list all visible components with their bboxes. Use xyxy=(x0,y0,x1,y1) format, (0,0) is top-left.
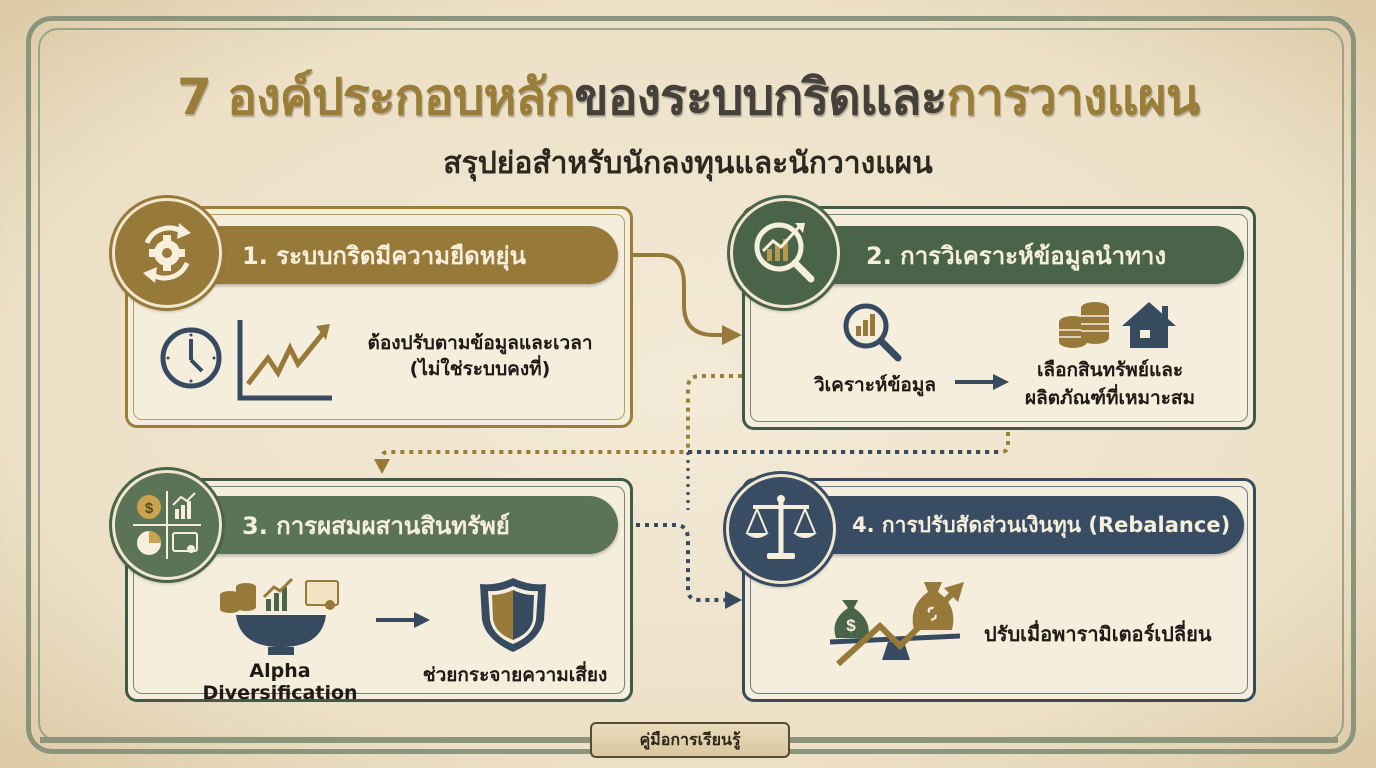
card-2-step-1: วิเคราะห์ข้อมูล xyxy=(813,374,937,396)
clock-icon xyxy=(160,327,222,389)
card-3-step-2: ช่วยกระจายความเสี่ยง xyxy=(422,664,608,686)
asset-bowl-icon xyxy=(220,577,339,655)
rising-chart-icon xyxy=(237,320,332,401)
magnifier-bars-icon xyxy=(843,303,902,362)
card-1-text-line-2: (ไม่ใช่ระบบคงที่) xyxy=(409,358,551,380)
page-title: 7 องค์ประกอบหลักของระบบกริดและการวางแผน xyxy=(0,58,1376,137)
house-icon xyxy=(1122,302,1176,348)
card-4-text: ปรับเมื่อพารามิเตอร์เปลี่ยน xyxy=(984,622,1212,646)
card-1-text-line-1: ต้องปรับตามข้อมูลและเวลา xyxy=(367,332,593,354)
svg-text:$: $ xyxy=(846,616,856,635)
card-3-step-1: Alpha Diversification xyxy=(202,660,358,704)
title-part-3: การวางแผน xyxy=(946,68,1200,126)
footer-line-right xyxy=(788,737,1338,743)
svg-text:$: $ xyxy=(145,500,154,517)
arrow-right-icon xyxy=(955,374,1009,390)
footer-line-left xyxy=(40,737,592,743)
card-1-heading: 1. ระบบกริดมีความยืดหยุ่น xyxy=(242,241,527,270)
coins-icon xyxy=(1059,302,1109,348)
shield-icon xyxy=(480,578,546,652)
title-part-1: 7 องค์ประกอบหลัก xyxy=(176,68,575,126)
card-1-text: ต้องปรับตามข้อมูลและเวลา (ไม่ใช่ระบบคงที… xyxy=(340,330,620,382)
scale-icon xyxy=(745,495,817,559)
card-4-heading: 4. การปรับสัดส่วนเงินทุน (Rebalance) xyxy=(852,512,1231,537)
card-2-step-2: เลือกสินทรัพย์และ ผลิตภัณฑ์ที่เหมาะสม xyxy=(1010,356,1210,412)
magnifier-chart-icon xyxy=(754,222,815,283)
page-subtitle: สรุปย่อสำหรับนักลงทุนและนักวางแผน xyxy=(443,146,933,181)
title-part-2: ของระบบกริดและ xyxy=(574,68,947,126)
card-2-heading: 2. การวิเคราะห์ข้อมูลนำทาง xyxy=(866,241,1167,270)
gear-cycle-icon xyxy=(143,223,191,283)
card-3-heading: 3. การผสมผสานสินทรัพย์ xyxy=(242,511,510,540)
footer-badge-label: คู่มือการเรียนรู้ xyxy=(639,729,741,749)
card-2-step-2-line-2: ผลิตภัณฑ์ที่เหมาะสม xyxy=(1024,387,1196,409)
card-2-step-2-line-1: เลือกสินทรัพย์และ xyxy=(1036,359,1184,381)
card-1-medal xyxy=(112,198,222,308)
card-2-medal xyxy=(730,198,840,308)
card-4-medal xyxy=(726,474,836,584)
money-bags-seesaw-icon: $ $ xyxy=(829,582,964,667)
footer-badge: คู่มือการเรียนรู้ xyxy=(590,722,790,758)
card-3-medal: $ xyxy=(112,470,222,580)
asset-grid-icon: $ xyxy=(133,491,201,559)
arrow-right-icon xyxy=(376,612,430,628)
